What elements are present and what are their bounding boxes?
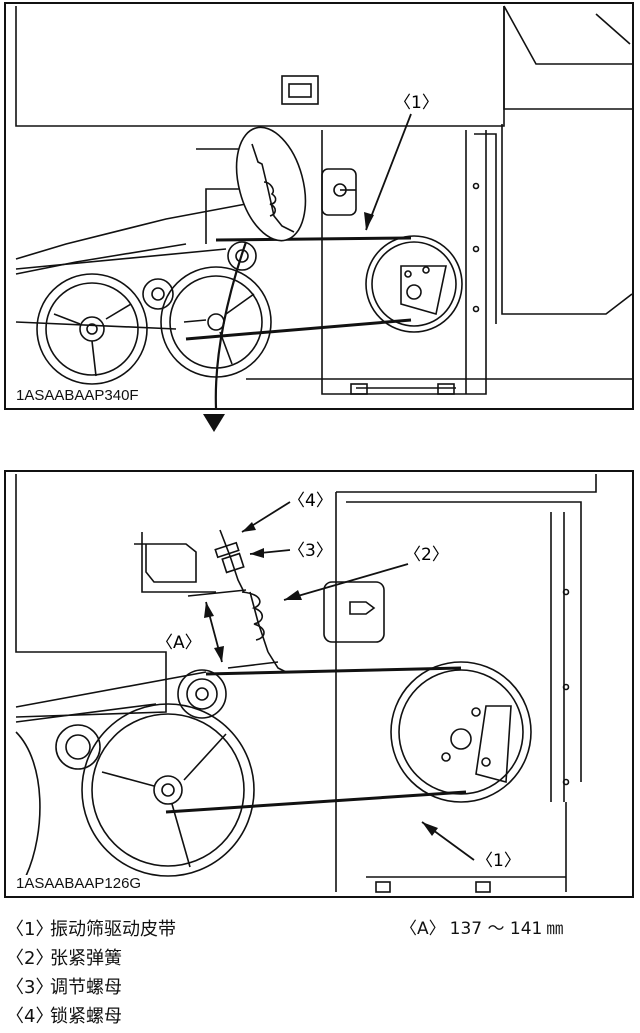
legend-label: 调节螺母 [50, 977, 122, 998]
legend-key: 〈3〉 [6, 977, 54, 998]
down-arrow-icon [203, 414, 225, 432]
top-figure: 〈1〉 1ASAABAAP340F [4, 2, 634, 410]
legend-key: 〈2〉 [6, 948, 54, 969]
bottom-figure-code: 1ASAABAAP126G [14, 875, 144, 892]
top-figure-code: 1ASAABAAP340F [14, 387, 141, 404]
bottom-figure: 〈4〉 〈3〉 〈2〉 〈A〉 〈1〉 1ASAABAAP126G [4, 470, 634, 898]
legend-item: 〈2〉张紧弹簧 [6, 944, 626, 973]
legend-item: 〈3〉调节螺母 [6, 973, 626, 1002]
spec-key: 〈A〉 [400, 919, 446, 939]
parts-legend: 〈1〉振动筛驱动皮带 〈2〉张紧弹簧 〈3〉调节螺母 〈4〉锁紧螺母 [6, 915, 626, 1031]
legend-item: 〈1〉振动筛驱动皮带 [6, 915, 626, 944]
callout-4: 〈4〉 [288, 491, 333, 511]
callout-1: 〈1〉 [476, 851, 521, 871]
spec-value: 137 ～ 141 [449, 919, 543, 939]
legend-key: 〈1〉 [6, 919, 54, 940]
callout-a: 〈A〉 [156, 633, 202, 653]
legend-item: 〈4〉锁紧螺母 [6, 1002, 626, 1031]
top-belt-drawing: 〈1〉 [15, 5, 632, 408]
legend-key: 〈4〉 [6, 1006, 54, 1027]
callout-3: 〈3〉 [288, 541, 333, 561]
legend-label: 振动筛驱动皮带 [50, 919, 176, 940]
legend-label: 张紧弹簧 [50, 948, 122, 969]
bottom-belt-drawing: 〈4〉 〈3〉 〈2〉 〈A〉 〈1〉 [15, 474, 597, 893]
top-callout-1: 〈1〉 [394, 93, 439, 113]
legend-label: 锁紧螺母 [50, 1006, 122, 1027]
callout-2: 〈2〉 [404, 545, 449, 565]
spec-unit: ㎜ [546, 919, 564, 939]
